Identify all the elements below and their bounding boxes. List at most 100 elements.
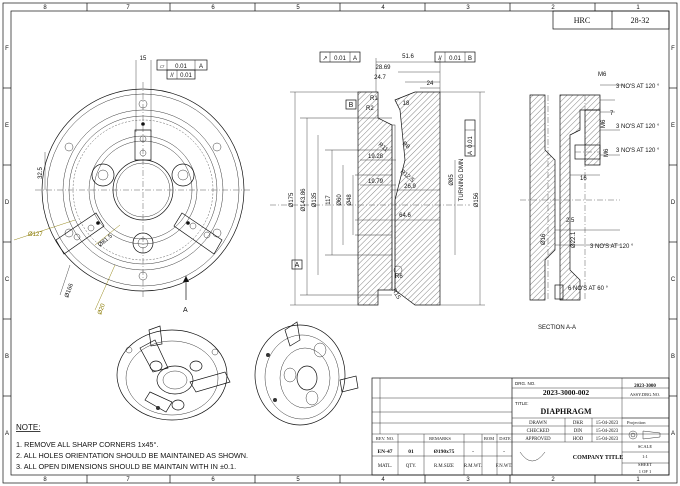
section-title: SECTION A-A (538, 325, 576, 331)
section-runout-value: 0.01 (334, 56, 346, 62)
hardness-label: HRC (574, 16, 590, 25)
svg-text://: // (170, 73, 174, 79)
dim-24-7: 24.7 (374, 75, 386, 81)
notes-title: NOTE: (16, 423, 40, 432)
dim-28-69: 28.69 (375, 65, 391, 71)
rev-header-1: REMARKS (429, 436, 451, 441)
radius-r11: R11 (377, 142, 389, 154)
role-drawn: DRAWN (529, 421, 547, 426)
drg-no-label: DRG. NO. (515, 381, 536, 386)
zone-right-1: E (671, 123, 675, 129)
matl-header-4: F.N.WT. (496, 464, 512, 469)
section-parallel-datum: B (468, 56, 472, 62)
matl-value: EN-47 (378, 449, 393, 455)
date-approved: 15-04-2023 (596, 437, 619, 442)
who-drawn: DKR (573, 421, 584, 426)
thread-m6-b: M6 (601, 119, 607, 128)
dia-22: Ø22.1 (571, 231, 577, 248)
matl-header-1: QTY. (406, 464, 416, 469)
side-section-view (520, 84, 625, 301)
note-120-3: 3 NO'S AT 120 ° (616, 148, 660, 154)
section-view-annotations: ↗ 0.01 A // 0.01 B 51.6 28.69 24.7 24 18… (289, 51, 480, 301)
date-checked: 15-04-2023 (596, 429, 619, 434)
company-title: COMPANY TITLE (573, 455, 623, 461)
assy-no: 2023-3000 (634, 384, 656, 389)
rev-header-2: BOM (484, 436, 494, 441)
zone-bottom-4: 4 (381, 477, 385, 483)
note-120-2: 3 NO'S AT 120 ° (616, 124, 660, 130)
zone-top-5: 3 (466, 5, 470, 11)
sheet-value: 1 OF 1 (639, 469, 652, 474)
section-parallel-value: 0.01 (449, 56, 461, 62)
title-value: DIAPHRAGM (540, 407, 592, 416)
dia-156: Ø156 (474, 192, 480, 207)
front-section-a: A (183, 307, 188, 314)
title-block: DRG. NO. 2023-3000-002 2023-3000 ASSY.DR… (371, 377, 670, 476)
sheet-label: SHEET (638, 462, 652, 467)
dia-85: Ø85 (449, 174, 455, 186)
note-60: 6 NO'S AT 60 ° (568, 286, 609, 292)
turning-dmn: TURNING DMN (459, 159, 465, 202)
zone-left-4: B (5, 354, 9, 360)
rev-header-3: DATE (499, 436, 511, 441)
zone-bottom-3: 5 (296, 477, 300, 483)
dia-135: Ø135 (312, 192, 318, 207)
role-approved: APPROVED (525, 437, 551, 442)
section-runout-datum: A (353, 56, 357, 62)
dim-19-28: 19.28 (368, 154, 384, 160)
qty-value: 01 (408, 449, 414, 455)
note-120-1: 3 NO'S AT 120 ° (616, 84, 660, 90)
matl-header-0: MATL. (378, 464, 392, 469)
scale-label: SCALE (638, 444, 653, 449)
datum-b: B (349, 102, 354, 109)
radius-r1: R1 (370, 96, 378, 102)
zone-right-4: B (671, 354, 675, 360)
section-view (270, 58, 485, 306)
zone-right-2: D (671, 200, 676, 206)
svg-text:↗: ↗ (322, 56, 327, 62)
notes-block: NOTE: 1. REMOVE ALL SHARP CORNERS 1x45°.… (16, 423, 248, 471)
projection-symbol-icon (628, 430, 638, 440)
zone-left-5: A (5, 431, 9, 437)
dia-16: Ø16 (541, 233, 547, 245)
note-item-2: 2. ALL HOLES ORIENTATION SHOULD BE MAINT… (16, 451, 248, 460)
front-flatness-datum: A (199, 64, 203, 70)
svg-text://: // (438, 56, 442, 62)
dim-24: 24 (427, 81, 434, 87)
zone-top-3: 5 (296, 5, 300, 11)
zone-bottom-5: 3 (466, 477, 470, 483)
dia-143: Ø143.86 (301, 188, 307, 212)
who-approved: HOD (573, 437, 584, 442)
dim-51-6: 51.6 (402, 54, 414, 60)
dia-48: Ø48 (347, 194, 353, 206)
zone-bottom-1: 7 (126, 477, 130, 483)
dim-26-9: 26.9 (404, 184, 416, 190)
zone-left-3: C (5, 277, 10, 283)
radius-r15: R15 (390, 288, 401, 301)
zone-top-1: 7 (126, 5, 130, 11)
rm-size-value: Ø190x75 (434, 449, 455, 455)
zone-right-3: C (671, 277, 676, 283)
zone-right-0: F (671, 46, 675, 52)
role-checked: CHECKED (527, 429, 550, 434)
zone-top-4: 4 (381, 5, 385, 11)
zone-left-0: F (5, 46, 9, 52)
thread-m6-a: M6 (598, 72, 607, 78)
zone-top-0: 8 (43, 5, 47, 11)
dim-64-6: 64.6 (399, 213, 411, 219)
hardness-value: 28-32 (631, 16, 650, 25)
dim-16: 16 (580, 176, 587, 182)
svg-text:⏥: ⏥ (160, 64, 165, 70)
zone-left-2: D (5, 200, 10, 206)
rm-wt-value: - (472, 449, 474, 455)
dia-60: Ø60 (337, 194, 343, 206)
zone-bottom-2: 6 (211, 477, 215, 483)
dim-2-5: 2.5 (566, 218, 575, 224)
thread-m6-c: M6 (604, 148, 610, 157)
zone-labels: 8 7 6 5 4 3 2 1 8 7 6 5 4 3 2 1 F E D C … (5, 5, 676, 483)
front-dia-20: Ø20 (97, 302, 107, 315)
front-dia-81: Ø81.5 (97, 233, 114, 249)
